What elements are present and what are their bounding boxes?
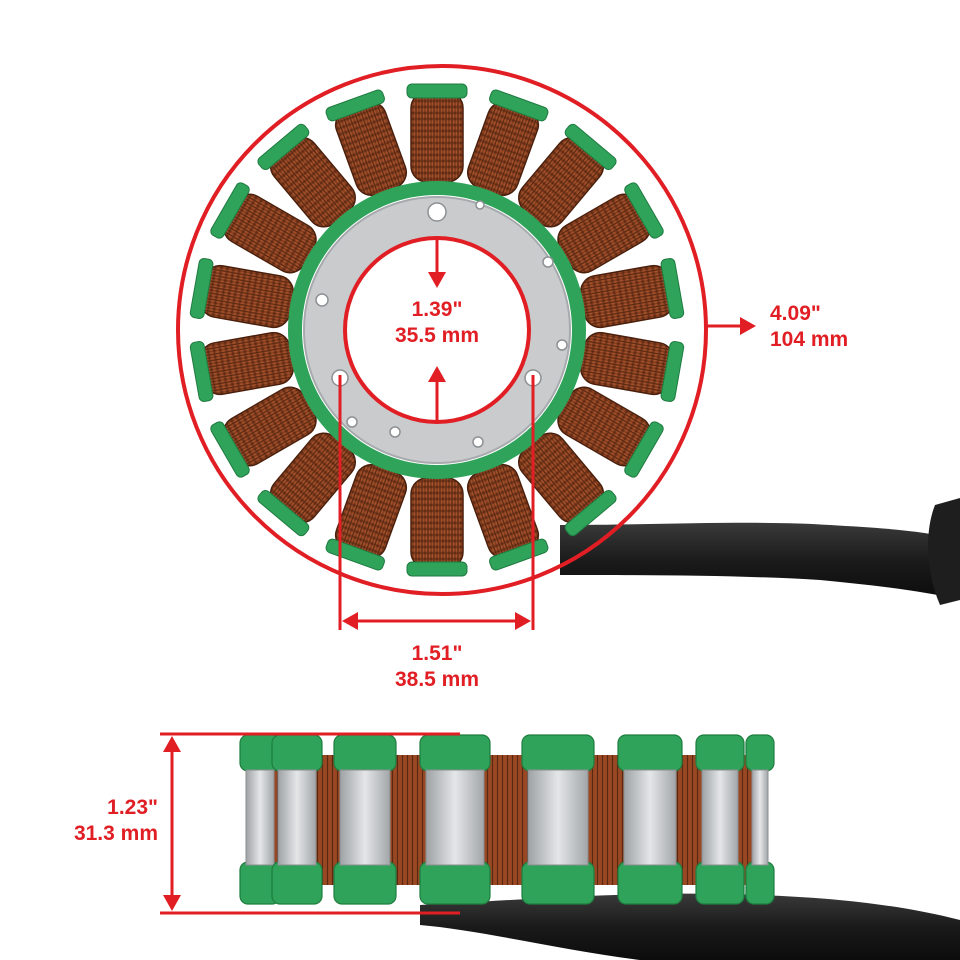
stator-tooth-segment [333,734,397,905]
stator-tooth-segment [521,734,595,905]
outer-diameter-inch: 4.09" [770,302,821,325]
bolt-spacing-inch: 1.51" [411,642,463,665]
bolt-holes [315,200,568,448]
bolt-hole [472,436,484,448]
inner-diameter-mm: 35.5 mm [394,324,480,347]
stator-tooth-segment [271,734,323,905]
outer-diameter-mm: 104 mm [770,328,849,351]
bolt-hole [556,339,568,351]
stator-coil [189,331,294,402]
bolt-spacing-dimension [338,375,535,630]
stator-side-view [160,732,960,960]
top-view-coil-ring [189,83,685,577]
stator-coil [518,123,617,228]
stator-coil [580,331,685,402]
stator-tooth-segment [617,734,683,905]
bolt-hole [315,293,329,307]
stator-coil [257,123,356,228]
height-mm: 31.3 mm [73,822,158,845]
stator-top-view [176,64,960,630]
bolt-hole [346,416,358,428]
side-view-cable [420,893,960,960]
outer-diameter-arrow [706,317,756,335]
stator-tooth-segment [695,734,745,905]
inner-bore [343,236,531,424]
outer-diameter-label: 4.09" 104 mm [770,301,900,353]
side-view-teeth [239,734,775,905]
height-label: 1.23" 31.3 mm [20,795,158,847]
inner-diameter-inch: 1.39" [411,298,463,321]
height-dimension [160,732,460,915]
stator-tooth-segment [745,734,775,905]
outer-diameter-circle [176,64,708,596]
stator-coil [406,83,468,183]
bolt-hole [427,202,447,222]
top-view-cable [560,522,960,600]
insulation-ring [288,181,586,479]
inner-diameter-label: 1.39" 35.5 mm [377,297,497,349]
stator-coil [210,182,317,274]
inner-diameter-arrows [428,240,446,420]
bolt-hole [475,200,485,210]
bolt-hole [389,426,401,438]
stator-coil [325,89,408,197]
stator-tooth-segment [239,734,281,905]
stator-coil [406,477,468,577]
height-inch: 1.23" [107,796,158,819]
stator-coil [580,258,685,329]
bolt-spacing-label: 1.51" 38.5 mm [377,641,497,693]
stator-coil [557,386,664,478]
side-winding-band [250,755,765,885]
bolt-spacing-mm: 38.5 mm [394,668,480,691]
stator-coil [466,89,549,197]
stator-coil [257,432,356,537]
stator-tooth-segment [419,734,491,905]
bolt-hole [542,256,554,268]
